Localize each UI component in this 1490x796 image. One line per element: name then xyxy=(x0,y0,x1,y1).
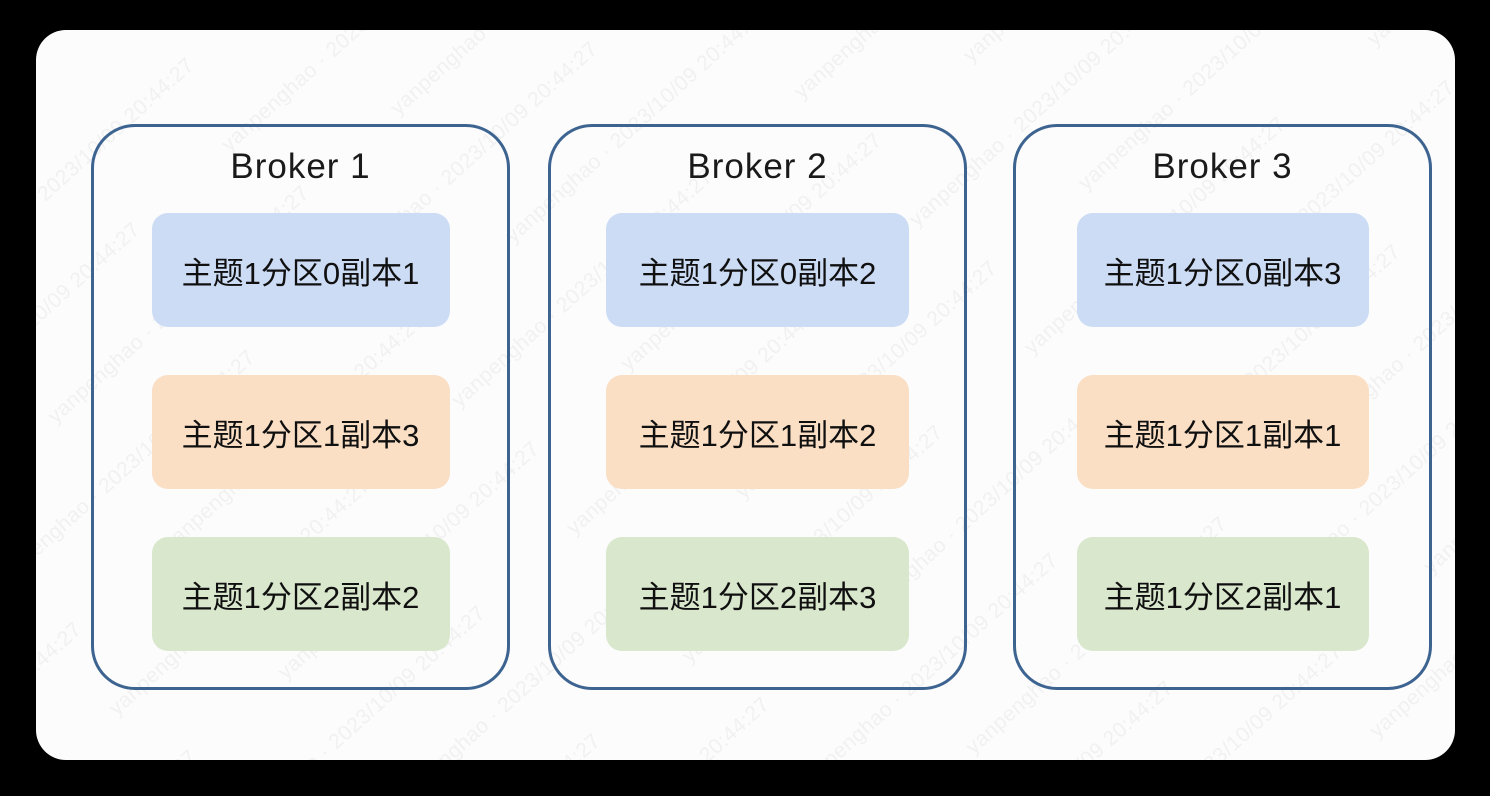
broker-partitions-1: 主题1分区0副本1 主题1分区1副本3 主题1分区2副本2 xyxy=(94,213,507,683)
partition-block[interactable]: 主题1分区2副本1 xyxy=(1076,537,1369,651)
partition-block[interactable]: 主题1分区2副本2 xyxy=(151,537,450,651)
broker-title-3: Broker 3 xyxy=(1152,147,1293,186)
broker-title-1: Broker 1 xyxy=(230,147,371,186)
partition-block[interactable]: 主题1分区0副本1 xyxy=(151,213,450,327)
broker-partitions-3: 主题1分区0副本3 主题1分区1副本1 主题1分区2副本1 xyxy=(1016,213,1429,683)
broker-box-1[interactable]: Broker 1 主题1分区0副本1 主题1分区1副本3 主题1分区2副本2 xyxy=(91,124,510,690)
broker-box-2[interactable]: Broker 2 主题1分区0副本2 主题1分区1副本2 主题1分区2副本3 xyxy=(548,124,967,690)
partition-block[interactable]: 主题1分区1副本1 xyxy=(1076,375,1369,489)
broker-group: Broker 1 主题1分区0副本1 主题1分区1副本3 主题1分区2副本2 B… xyxy=(36,30,1455,760)
broker-partitions-2: 主题1分区0副本2 主题1分区1副本2 主题1分区2副本3 xyxy=(551,213,964,683)
partition-block[interactable]: 主题1分区1副本2 xyxy=(606,375,909,489)
broker-box-3[interactable]: Broker 3 主题1分区0副本3 主题1分区1副本1 主题1分区2副本1 xyxy=(1013,124,1432,690)
partition-block[interactable]: 主题1分区1副本3 xyxy=(151,375,450,489)
partition-block[interactable]: 主题1分区0副本2 xyxy=(606,213,909,327)
broker-title-2: Broker 2 xyxy=(687,147,828,186)
diagram-canvas: yanpenghao · 2023/10/09 20:44:27yanpengh… xyxy=(36,30,1455,760)
partition-block[interactable]: 主题1分区2副本3 xyxy=(606,537,909,651)
partition-block[interactable]: 主题1分区0副本3 xyxy=(1076,213,1369,327)
